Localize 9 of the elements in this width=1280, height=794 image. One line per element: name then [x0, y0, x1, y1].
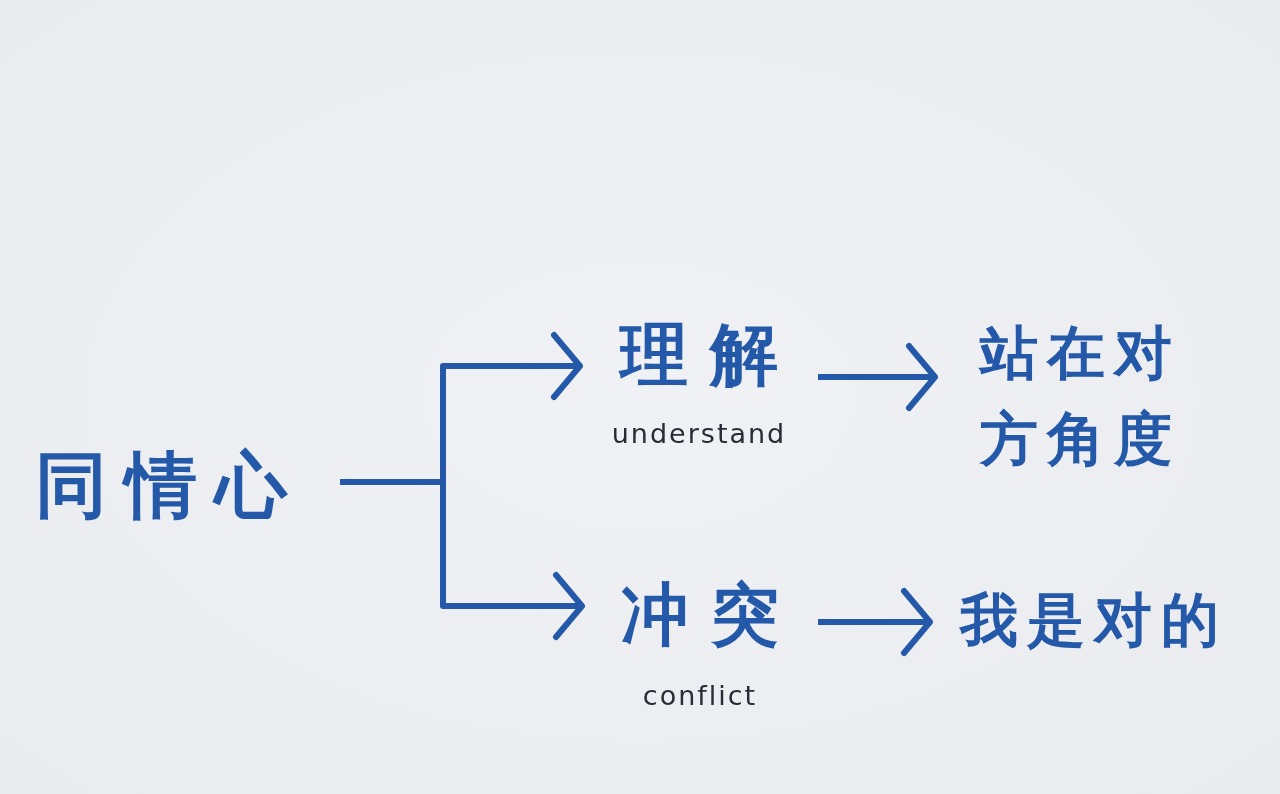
arrow [818, 588, 933, 656]
term-text: 我是对的 [960, 585, 1228, 656]
term-text: 同情心 [35, 442, 305, 529]
term-text: 冲突 [620, 574, 801, 656]
english-translation: understand [611, 417, 787, 451]
term-text: 理解 [617, 314, 800, 396]
arrow [818, 343, 938, 411]
description-text: 站在对方角度 [980, 318, 1182, 475]
english-translation: conflict [642, 679, 758, 713]
